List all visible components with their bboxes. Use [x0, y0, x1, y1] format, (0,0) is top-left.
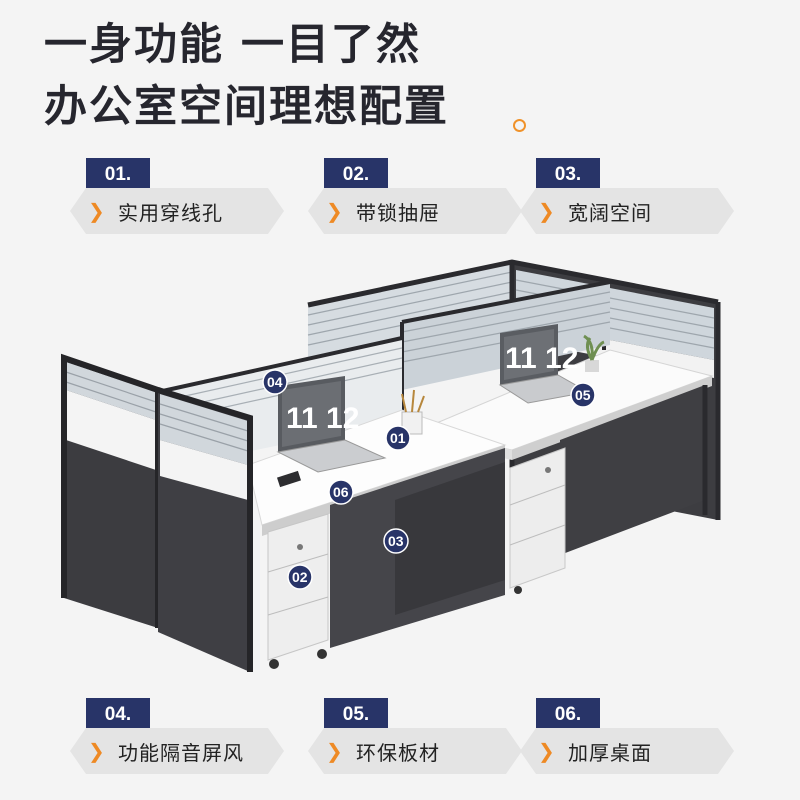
- chevron-right-icon: ❯: [326, 739, 343, 763]
- feature-label: 加厚桌面: [568, 740, 652, 765]
- headline-period-dot: [513, 119, 526, 132]
- callout-marker-01: 01: [385, 425, 411, 451]
- phone-icon: [276, 470, 302, 488]
- left-pedestal: [267, 513, 329, 669]
- feature-card-eco-board: 05. ❯ 环保板材: [308, 698, 522, 780]
- feature-card-cable-hole: 01. ❯ 实用穿线孔: [70, 158, 284, 240]
- laptop-right: 11 12: [498, 324, 590, 404]
- feature-label: 实用穿线孔: [118, 200, 223, 225]
- chevron-right-icon: ❯: [326, 199, 343, 223]
- svg-text:05: 05: [575, 387, 591, 403]
- feature-pill: ❯ 带锁抽屉: [308, 188, 522, 234]
- feature-card-locking-drawer: 02. ❯ 带锁抽屉: [308, 158, 522, 240]
- feature-card-spacious: 03. ❯ 宽阔空间: [520, 158, 734, 240]
- feature-pill: ❯ 功能隔音屏风: [70, 728, 284, 774]
- feature-pill: ❯ 加厚桌面: [520, 728, 734, 774]
- chevron-right-icon: ❯: [538, 199, 555, 223]
- feature-card-thick-desktop: 06. ❯ 加厚桌面: [520, 698, 734, 780]
- right-pedestal: [509, 447, 566, 594]
- feature-label: 功能隔音屏风: [118, 740, 244, 765]
- callout-marker-03: 03: [383, 528, 409, 554]
- svg-text:04: 04: [267, 374, 283, 390]
- callout-marker-05: 05: [570, 382, 596, 408]
- feature-number-badge: 02.: [324, 158, 388, 192]
- feature-card-soundproof-screen: 04. ❯ 功能隔音屏风: [70, 698, 284, 780]
- feature-pill: ❯ 环保板材: [308, 728, 522, 774]
- plant-decoration: [583, 334, 605, 372]
- front-partition-left: [61, 353, 161, 628]
- feature-label: 环保板材: [356, 740, 440, 765]
- headline-line-1: 一身功能 一目了然: [44, 20, 421, 70]
- feature-number-badge: 03.: [536, 158, 600, 192]
- headline-line-2: 办公室空间理想配置: [44, 82, 449, 132]
- chevron-right-icon: ❯: [88, 739, 105, 763]
- callout-marker-02: 02: [287, 564, 313, 590]
- feature-number-badge: 04.: [86, 698, 150, 732]
- chevron-right-icon: ❯: [538, 739, 555, 763]
- feature-number-badge: 06.: [536, 698, 600, 732]
- svg-text:06: 06: [333, 484, 349, 500]
- laptop-left: 11 12: [276, 376, 387, 473]
- svg-text:02: 02: [292, 569, 308, 585]
- svg-text:01: 01: [390, 430, 406, 446]
- feature-label: 带锁抽屉: [356, 200, 440, 225]
- feature-number-badge: 05.: [324, 698, 388, 732]
- laptop-screen-clock: 11 12: [505, 342, 578, 375]
- callout-marker-06: 06: [328, 479, 354, 505]
- front-partition-right: [157, 387, 253, 672]
- left-desk: [247, 409, 507, 648]
- laptop-screen-clock: 11 12: [286, 402, 359, 435]
- feature-label: 宽阔空间: [568, 200, 652, 225]
- callout-marker-04: 04: [262, 369, 288, 395]
- feature-pill: ❯ 宽阔空间: [520, 188, 734, 234]
- svg-text:03: 03: [388, 533, 404, 549]
- feature-pill: ❯ 实用穿线孔: [70, 188, 284, 234]
- feature-number-badge: 01.: [86, 158, 150, 192]
- chevron-right-icon: ❯: [88, 199, 105, 223]
- pens: [401, 389, 425, 413]
